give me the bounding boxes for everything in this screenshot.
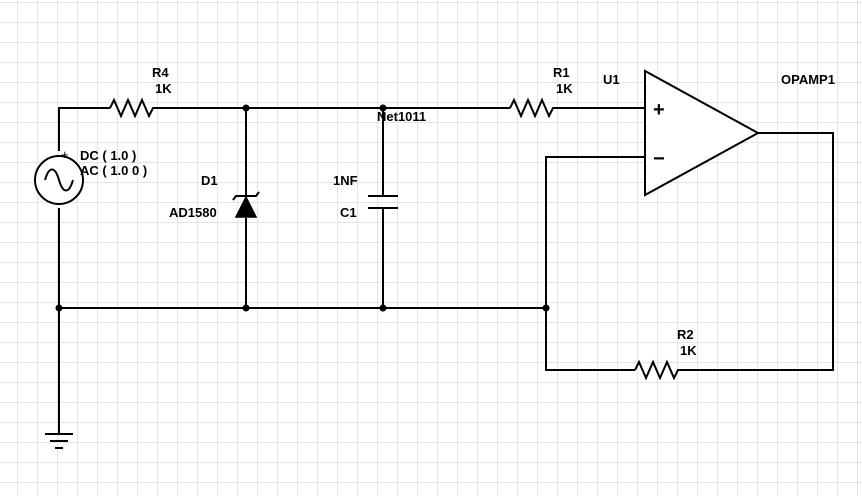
ground-icon [45,433,73,449]
wire-feedback-right [682,132,834,371]
ac-voltage-source[interactable] [34,155,84,205]
resistor-r2[interactable] [634,359,682,381]
junctions [55,104,550,312]
wire-top-left [58,107,110,151]
net-label: Net1011 [377,109,426,124]
sine-wave-icon [44,168,74,192]
capacitor-c1[interactable] [368,195,398,209]
resistor-r1[interactable] [509,97,557,119]
junction-dot [379,304,387,312]
resistor-r4[interactable] [109,97,157,119]
r2-name: R2 [677,327,694,342]
wires [58,107,834,433]
opamp-plus-sign: + [653,99,665,121]
opamp-u1[interactable] [644,69,761,197]
d1-name: D1 [201,173,218,188]
wire-feedback-left [545,156,645,371]
junction-dot [55,304,63,312]
u1-part: OPAMP1 [781,72,835,87]
zener-bar [232,191,260,201]
source-plus-sign: + [61,147,69,162]
junction-dot [242,104,250,112]
r2-value: 1K [680,343,697,358]
source-dc-label: DC ( 1.0 ) [80,148,136,163]
junction-dot [379,104,387,112]
zener-diode-d1[interactable] [232,191,260,218]
diode-triangle [234,195,258,218]
r1-value: 1K [556,81,573,96]
r4-name: R4 [152,65,169,80]
r1-name: R1 [553,65,570,80]
r4-value: 1K [155,81,172,96]
junction-dot [242,304,250,312]
junction-dot [542,304,550,312]
c1-name: C1 [340,205,357,220]
d1-part: AD1580 [169,205,217,220]
opamp-minus-sign: − [653,148,665,170]
source-ac-label: AC ( 1.0 0 ) [80,163,147,178]
opamp-triangle [644,69,761,197]
u1-name: U1 [603,72,620,87]
c1-value: 1NF [333,173,358,188]
